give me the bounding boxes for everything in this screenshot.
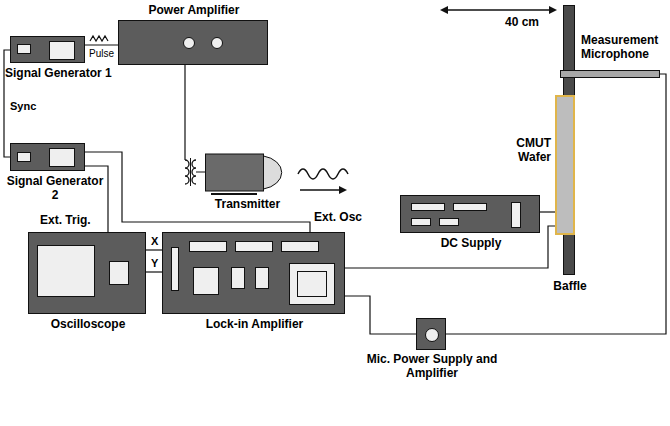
panel-detail [231, 267, 245, 289]
device-label: Power Amplifier [144, 4, 244, 18]
device-label: CMUT Wafer [499, 137, 551, 165]
panel-detail [453, 203, 487, 211]
panel-detail [17, 152, 31, 162]
device-label: Signal Generator 1 [5, 67, 125, 81]
sound-wave [298, 169, 348, 179]
port-label: Ext. Osc [314, 211, 362, 225]
panel-detail [411, 218, 431, 226]
signal-label: Pulse [88, 48, 115, 60]
panel-detail [49, 148, 75, 167]
wave-direction-arrow [300, 189, 340, 190]
signal-generator: Signal Generator 1 [10, 36, 85, 63]
signal-label: X [150, 235, 159, 248]
panel-detail [193, 267, 219, 295]
device-label: Oscilloscope [29, 318, 147, 332]
wire [345, 296, 416, 334]
device-label: Baffle [550, 280, 590, 294]
transformer-secondary [192, 160, 196, 184]
oscilloscope: Oscilloscope [28, 232, 146, 314]
panel-detail [511, 202, 521, 228]
wire [85, 152, 310, 232]
panel-detail [439, 218, 459, 226]
wire [146, 249, 162, 250]
pulse-symbol [90, 36, 108, 41]
panel-detail [183, 37, 195, 49]
panel-detail [49, 41, 75, 60]
distance-label: 40 cm [505, 16, 539, 30]
arrow-head [339, 186, 347, 194]
wire [85, 44, 118, 45]
panel-detail [235, 241, 273, 252]
panel-detail [109, 261, 129, 285]
signal-label: Y [150, 257, 159, 270]
dc-supply: DC Supply [400, 195, 540, 233]
arrow-head [440, 6, 448, 14]
wire [540, 211, 555, 212]
device-label: Lock-in Amplifier [163, 318, 346, 332]
panel-detail [411, 203, 445, 211]
measurement-microphone: Measurement Microphone [560, 70, 660, 78]
device-label: Signal Generator 2 [5, 175, 105, 203]
signal-generator: Signal Generator 2 [10, 143, 85, 171]
transformer-core [190, 158, 191, 186]
panel-detail [255, 267, 269, 289]
port-label: Ext. Trig. [40, 214, 91, 228]
panel-detail [37, 245, 95, 297]
cmut-wafer: CMUT Wafer [555, 95, 575, 235]
device-label: Transmitter [200, 198, 295, 212]
device-label: Measurement Microphone [581, 34, 670, 62]
arrow-head [549, 6, 557, 14]
wire [185, 65, 205, 172]
power-amplifier: Power Amplifier [118, 20, 268, 65]
panel-detail [297, 271, 327, 297]
device-label: Mic. Power Supply and Amplifier [362, 353, 502, 381]
transformer-primary [185, 160, 189, 184]
mic-amplifier: Mic. Power Supply and Amplifier [416, 318, 446, 350]
lock-in-amplifier: Lock-in Amplifier [162, 232, 345, 314]
wire [446, 74, 666, 334]
transmitter: Transmitter [205, 150, 290, 195]
panel-detail [189, 241, 227, 252]
signal-label: Sync [9, 100, 37, 113]
panel-detail [281, 241, 319, 252]
panel-detail [425, 328, 439, 342]
distance-arrow [446, 9, 551, 10]
device-label: DC Supply [401, 237, 541, 251]
wire [146, 271, 162, 272]
panel-detail [171, 247, 179, 291]
transmitter-outline [205, 150, 290, 195]
panel-detail [17, 44, 31, 54]
panel-detail [211, 37, 223, 49]
